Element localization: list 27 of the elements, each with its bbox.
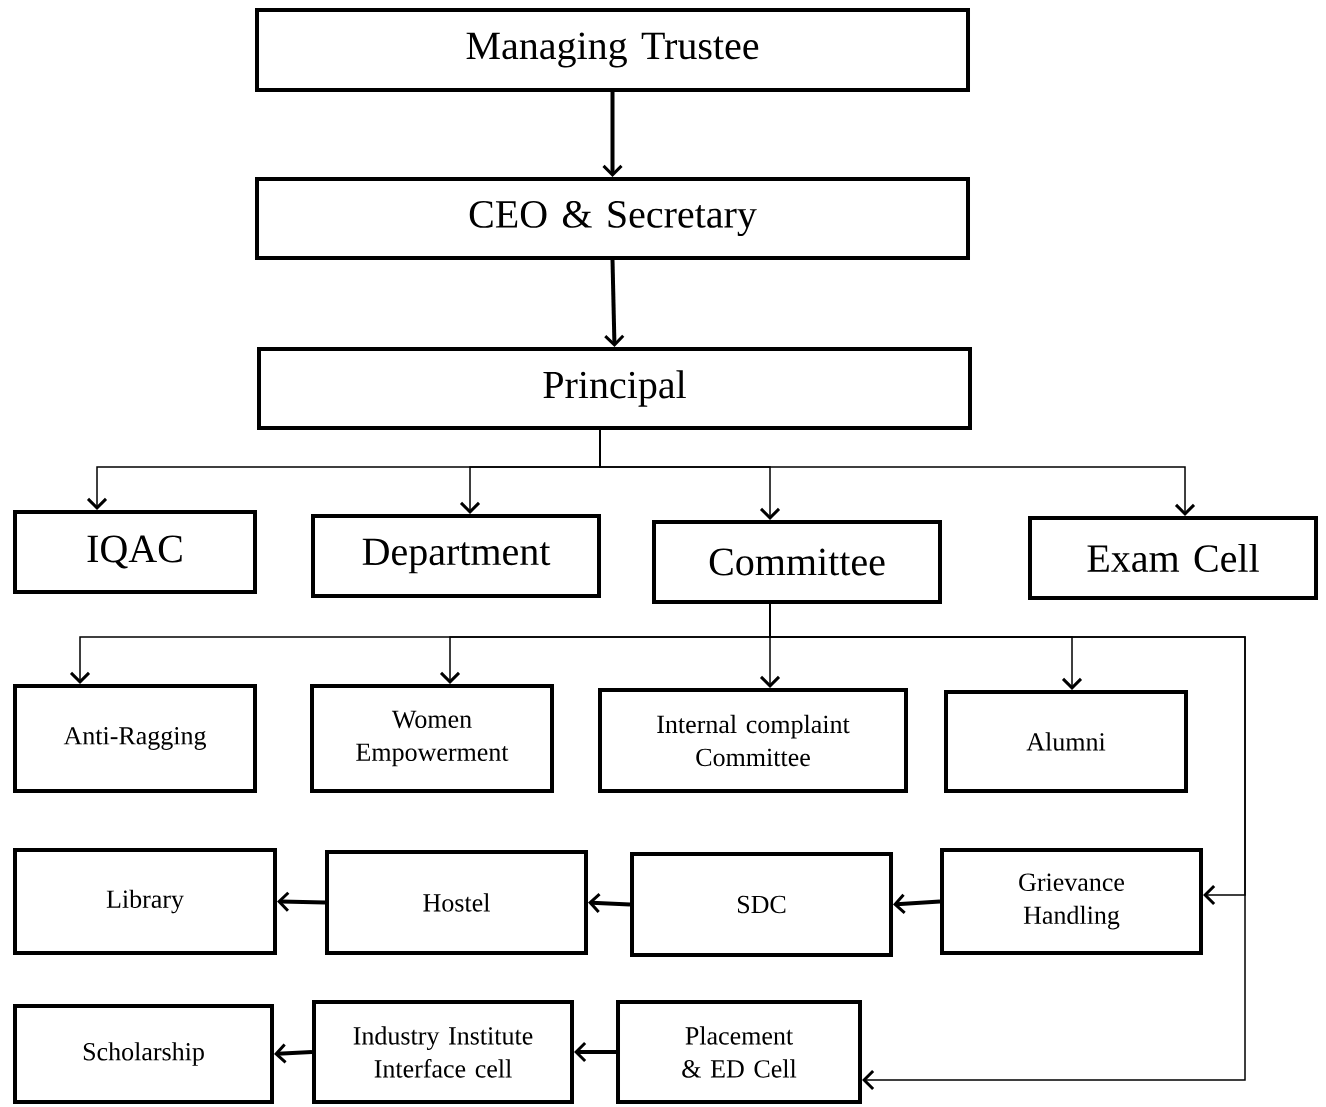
arrow [893, 893, 941, 914]
org-box: Anti-Ragging [13, 684, 257, 793]
org-box: SDC [630, 852, 893, 957]
org-box: Principal [257, 347, 972, 430]
org-box: Exam Cell [1028, 516, 1318, 600]
org-box: CEO & Secretary [255, 177, 970, 260]
arrow [588, 892, 631, 914]
arrow [769, 603, 1246, 1091]
org-box: Women Empowerment [310, 684, 554, 793]
arrow [602, 92, 623, 177]
arrow [599, 429, 1196, 516]
arrow [604, 259, 625, 347]
org-box: Placement & ED Cell [616, 1000, 862, 1104]
org-box: Internal complaint Committee [598, 688, 908, 793]
arrow [274, 1043, 313, 1064]
org-box: Library [13, 848, 277, 955]
org-box: Alumni [944, 690, 1188, 793]
arrow [574, 1041, 616, 1063]
org-box: Committee [652, 520, 942, 604]
org-box: Scholarship [13, 1004, 274, 1104]
org-box: Industry Institute Interface cell [312, 1000, 574, 1104]
arrow [277, 891, 326, 912]
org-box: Grievance Handling [940, 848, 1203, 955]
org-box: Hostel [325, 850, 588, 955]
org-box: Managing Trustee [255, 8, 970, 92]
org-box: IQAC [13, 510, 257, 594]
org-box: Department [311, 514, 601, 598]
